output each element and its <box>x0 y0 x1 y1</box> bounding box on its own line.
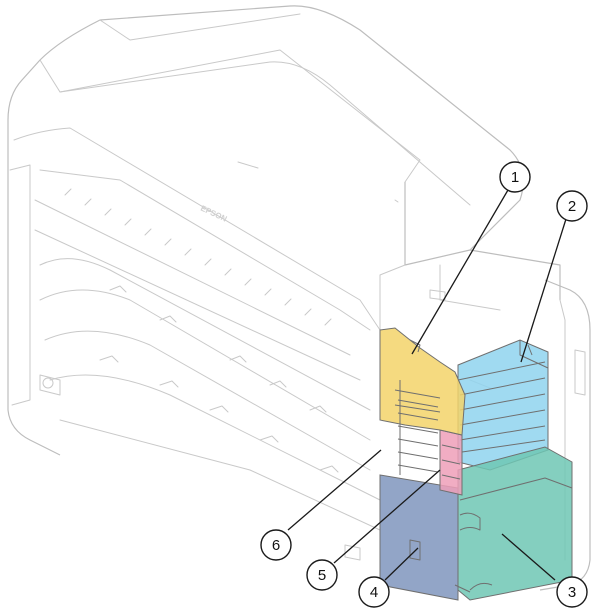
callout-2: 2 <box>556 190 588 222</box>
printer-body <box>7 5 591 591</box>
callout-1: 1 <box>499 161 531 193</box>
pink-unit <box>439 429 463 496</box>
callout-6-label: 6 <box>272 537 280 554</box>
callout-5-label: 5 <box>318 567 326 584</box>
yellow-cover <box>379 327 466 475</box>
callout-6: 6 <box>260 529 292 561</box>
callouts: 1 2 3 4 5 6 <box>260 161 588 608</box>
callout-3-label: 3 <box>568 584 576 601</box>
callout-4-label: 4 <box>370 584 378 601</box>
callout-5: 5 <box>306 559 338 591</box>
green-unit <box>457 446 573 601</box>
callout-1-label: 1 <box>511 169 519 186</box>
brand-label: EPSON <box>199 204 228 224</box>
callout-2-label: 2 <box>568 198 576 215</box>
callout-3: 3 <box>556 576 588 608</box>
callout-4: 4 <box>358 576 390 608</box>
